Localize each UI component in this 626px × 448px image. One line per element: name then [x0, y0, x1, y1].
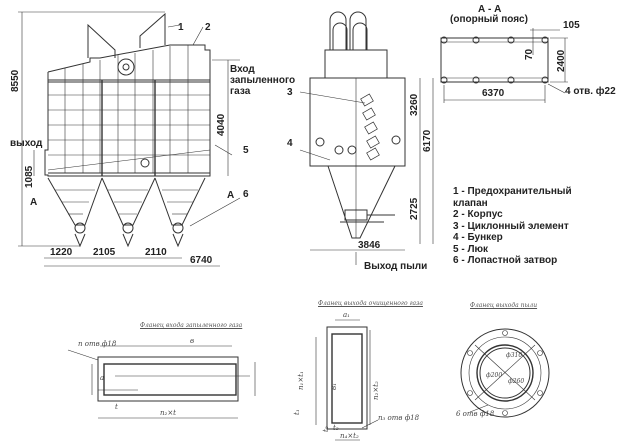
outlet-flange-a1: а₁ — [343, 311, 350, 319]
dust-outlet-label: Выход пыли — [364, 261, 428, 272]
inlet-flange-title: Фланец входа запыленного газа — [140, 322, 243, 329]
outlet-flange-bottom: n₄×t₂ — [340, 432, 359, 440]
callout-5: 5 — [243, 145, 249, 156]
outlet-flange-holes: n₃ отв ф18 — [378, 414, 420, 422]
legend-item: 6 - Лопастной затвор — [453, 255, 558, 266]
dust-flange-title: Фланец выхода пыли — [470, 302, 538, 309]
legend-item: 2 - Корпус — [453, 209, 503, 220]
dim-2110: 2110 — [145, 247, 167, 258]
dim-1085: 1085 — [24, 165, 35, 188]
holes-label: 4 отв. ф22 — [565, 86, 616, 97]
callout-3: 3 — [287, 87, 293, 98]
dim-4040: 4040 — [216, 113, 227, 136]
dim-6370: 6370 — [482, 88, 505, 99]
inlet-flange-pitch: n₂×t — [160, 409, 176, 417]
section-aa-subtitle: (опорный пояс) — [450, 14, 528, 25]
outlet-flange-t: t₂ — [333, 424, 339, 432]
dust-flange-d310: ф310 — [506, 352, 523, 359]
section-aa-title: А - А — [478, 4, 502, 15]
section-aa — [440, 28, 568, 103]
dim-3846: 3846 — [358, 240, 381, 251]
inlet-label-3: газа — [230, 86, 251, 97]
inlet-label-2: запыленного — [230, 75, 296, 86]
dust-flange-drawing — [460, 328, 550, 418]
inlet-flange-drawing — [67, 345, 256, 419]
dim-2400: 2400 — [556, 49, 567, 72]
legend-item: 4 - Бункер — [453, 232, 503, 243]
inlet-flange-b: в — [190, 337, 195, 345]
front-view-body — [44, 12, 211, 177]
outlet-flange-tt: t₂ — [322, 426, 330, 432]
dust-flange-holes: 6 отв ф18 — [456, 410, 495, 418]
dim-2105: 2105 — [93, 247, 116, 258]
inlet-flange-t: t — [115, 403, 118, 411]
inlet-flange-t1: t₁ — [293, 409, 301, 415]
outlet-flange-side: n₂×t₂ — [372, 381, 380, 400]
legend-item: 3 - Циклонный элемент — [453, 220, 569, 232]
legend-item: 5 - Люк — [453, 243, 489, 255]
outlet-label: выход — [10, 138, 43, 149]
section-mark-right: А — [227, 190, 235, 201]
callout-2: 2 — [205, 22, 211, 33]
front-view-hoppers — [47, 177, 206, 248]
dim-2725: 2725 — [409, 197, 420, 220]
legend: 1 - Предохранительный клапан 2 - Корпус … — [453, 186, 572, 267]
dim-105: 105 — [563, 20, 580, 31]
inlet-flange-a: а — [100, 374, 105, 382]
callout-6: 6 — [243, 189, 249, 200]
dust-flange-d200: ф200 — [486, 372, 503, 379]
outlet-flange-drawing — [315, 319, 379, 441]
legend-item: 1 - Предохранительный — [453, 186, 572, 197]
callout-1: 1 — [178, 22, 184, 33]
dim-6170: 6170 — [422, 129, 433, 152]
inlet-flange-holes: n отв ф18 — [78, 340, 117, 348]
legend-item: клапан — [453, 197, 488, 209]
dim-3260: 3260 — [409, 93, 420, 116]
outlet-flange-b1: в₁ — [330, 383, 338, 390]
front-view-dimensions — [18, 11, 241, 267]
dust-flange-d260: ф260 — [508, 378, 525, 385]
inlet-flange-side: n₁×t₁ — [297, 371, 305, 390]
side-view-dimensions — [299, 78, 434, 265]
outlet-flange-title: Фланец выхода очищенного газа — [318, 300, 423, 307]
section-mark-left: А — [30, 197, 38, 208]
side-view — [309, 11, 406, 239]
dim-1220: 1220 — [50, 247, 73, 258]
dim-8550: 8550 — [10, 69, 21, 92]
dim-6740: 6740 — [190, 255, 213, 266]
callout-4: 4 — [287, 138, 293, 149]
inlet-label-1: Вход — [230, 64, 255, 75]
dim-70: 70 — [524, 48, 535, 60]
